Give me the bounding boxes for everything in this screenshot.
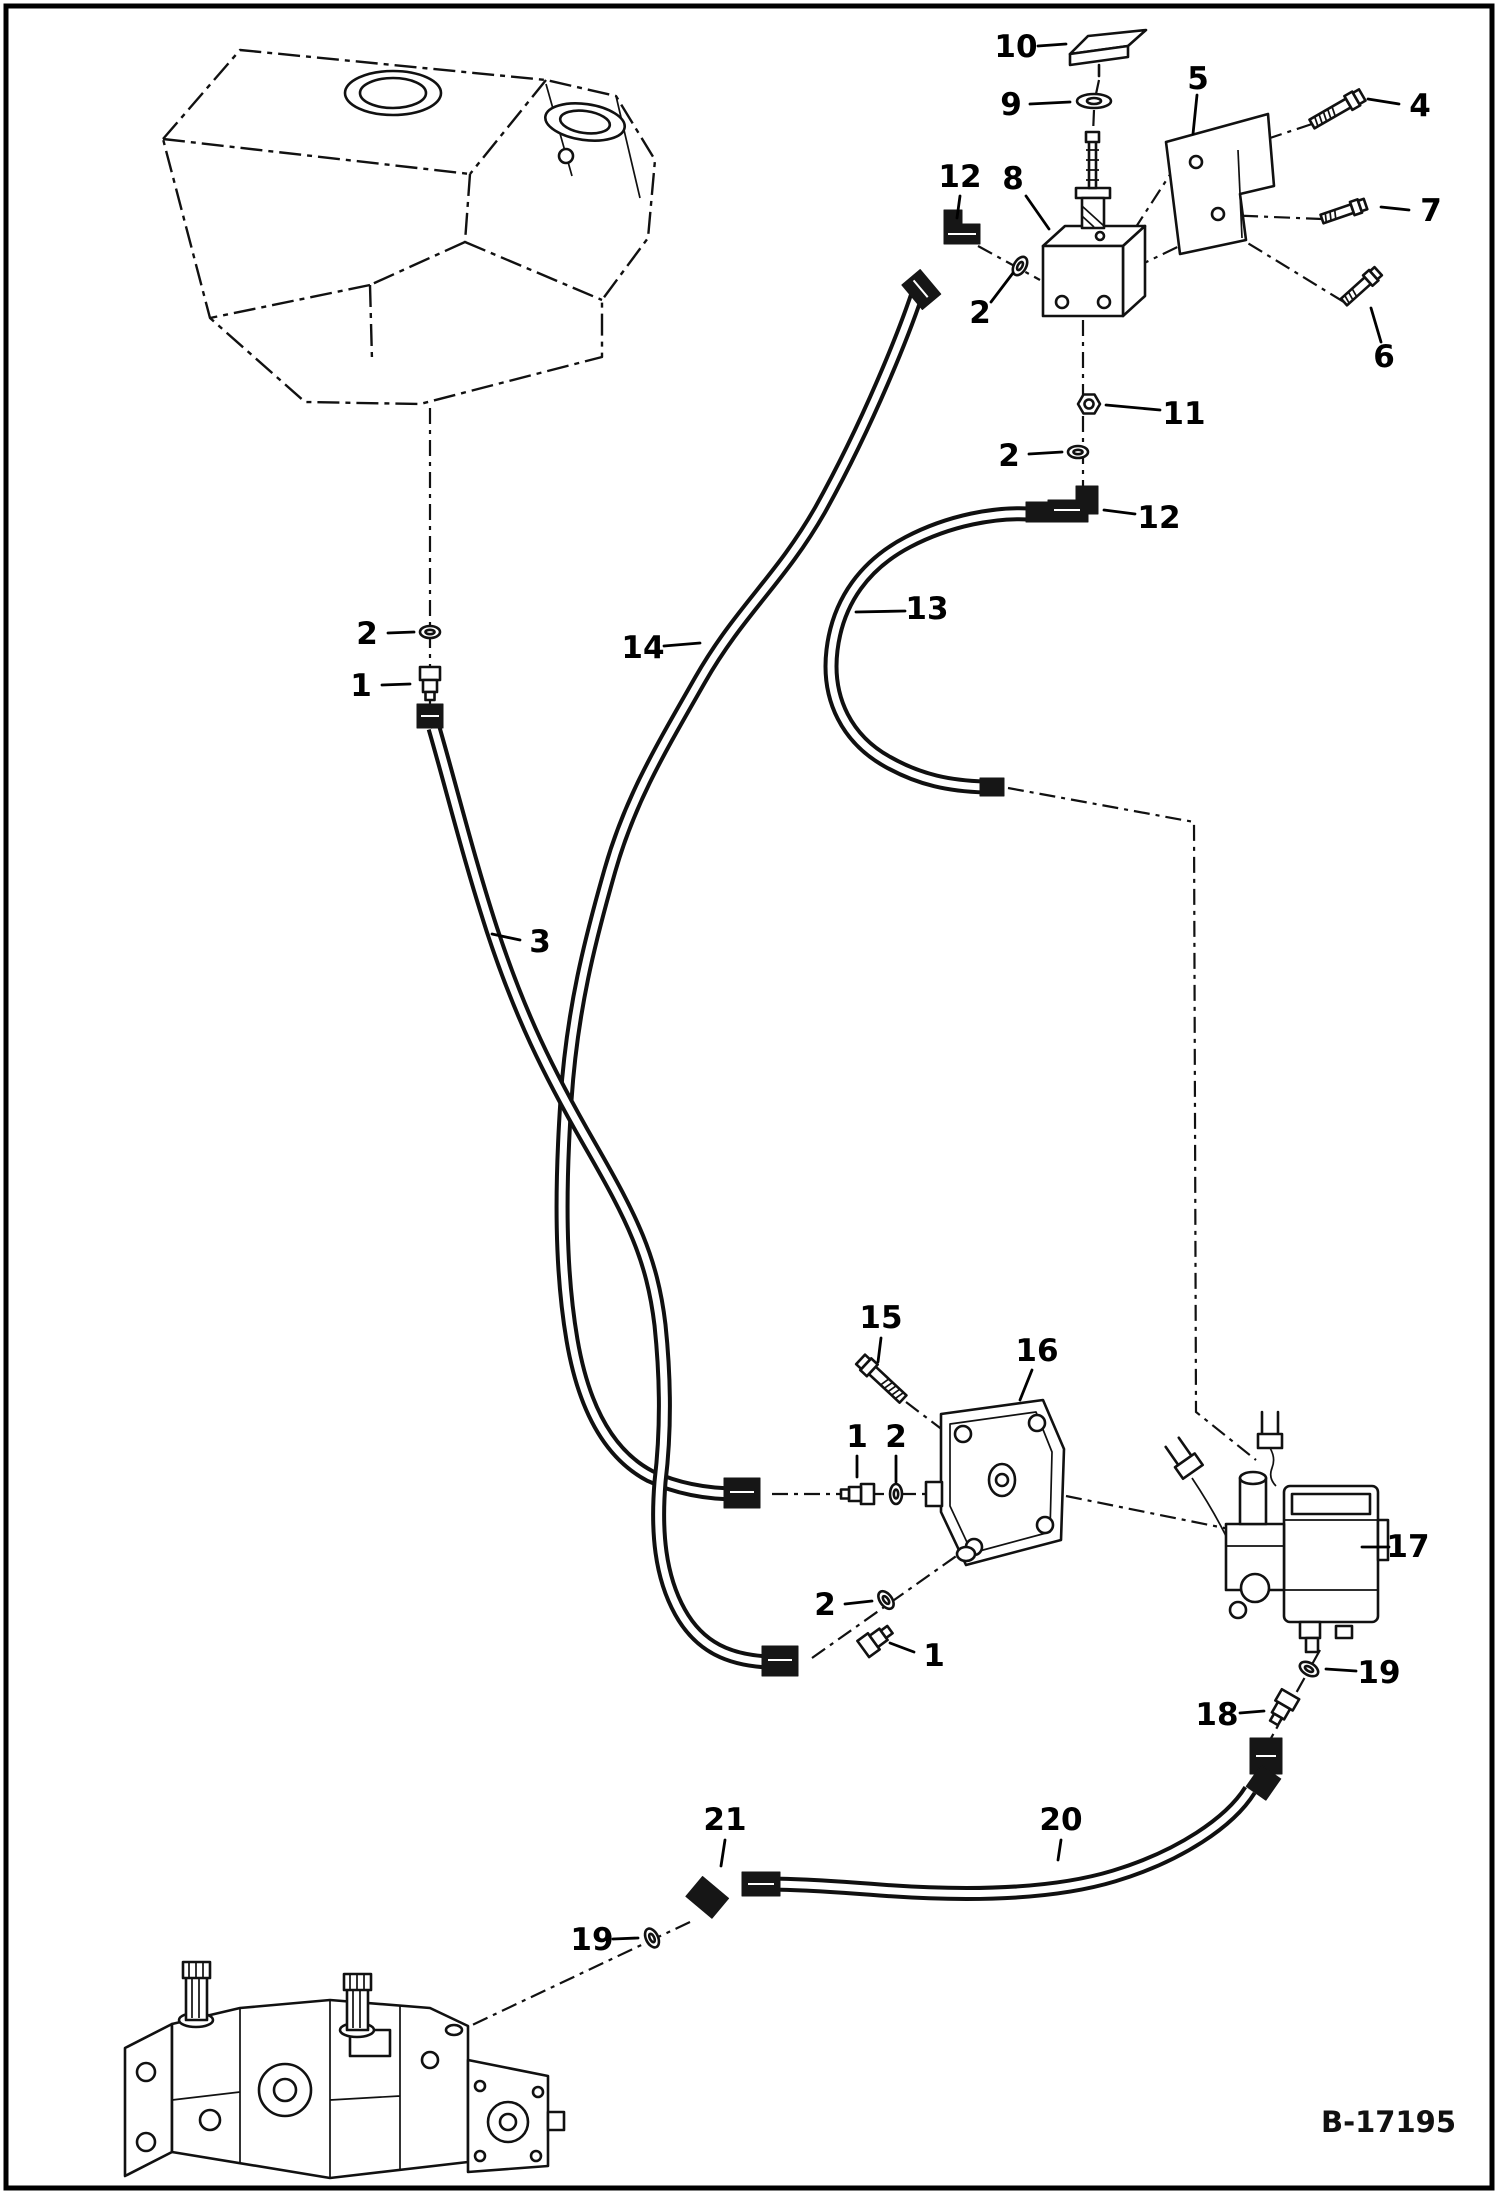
- callout-14: 14: [621, 630, 664, 666]
- callout-2d: 2: [885, 1419, 907, 1455]
- o-ring-2-tank-line: [418, 624, 442, 640]
- coupler-21: [741, 1871, 781, 1897]
- callout-8: 8: [1002, 161, 1024, 197]
- hose-13-elbow-fitting: [1025, 501, 1049, 523]
- callout-1c: 1: [923, 1638, 945, 1674]
- callouts: 10 9 5 4 12 8 7 2 6 11 2 12 13 14 2 1 3 …: [350, 29, 1442, 1958]
- callout-19a: 19: [1357, 1655, 1400, 1691]
- hydrostatic-pump: [123, 1960, 566, 2180]
- callout-9: 9: [1000, 87, 1022, 123]
- washer-9: [1075, 92, 1113, 110]
- callout-18: 18: [1195, 1697, 1238, 1733]
- hose-13: [823, 506, 1031, 795]
- hose-14: [554, 291, 925, 1502]
- callout-20: 20: [1039, 1802, 1082, 1838]
- hydraulic-reservoir: [161, 48, 657, 406]
- reservoir-side-port: [544, 102, 626, 165]
- page-border: [3, 3, 1495, 2191]
- callout-1b: 1: [846, 1419, 868, 1455]
- o-ring-2-mid: [1066, 444, 1090, 460]
- pump-top-plug: [177, 1960, 215, 2029]
- callout-21: 21: [703, 1802, 746, 1838]
- callout-15: 15: [859, 1300, 902, 1336]
- elbow-fitting-12-lower: [1047, 485, 1099, 523]
- wire-terminal-icon: [1256, 1410, 1284, 1487]
- callout-2a: 2: [969, 295, 991, 331]
- figure-reference: B-17195: [1321, 2105, 1456, 2139]
- hose-3-top-fitting: [416, 703, 444, 729]
- callout-16: 16: [1015, 1333, 1058, 1369]
- callout-5: 5: [1187, 61, 1209, 97]
- port-plate-16: [924, 1398, 1066, 1567]
- callout-1a: 1: [350, 668, 372, 704]
- callout-12a: 12: [938, 159, 981, 195]
- nut-11: [1076, 393, 1102, 415]
- hose-3: [426, 725, 769, 1670]
- wire-terminal-icon: [1164, 1436, 1205, 1481]
- callout-11: 11: [1162, 396, 1205, 432]
- hose-3-elbow: [761, 1645, 799, 1677]
- hose-14-end-fitting: [901, 269, 942, 311]
- pump-top-plug: [338, 1972, 376, 2039]
- callout-13: 13: [905, 591, 948, 627]
- callout-3: 3: [529, 924, 551, 960]
- callout-4: 4: [1409, 88, 1431, 124]
- hose-13-end-fitting: [979, 777, 1005, 797]
- hose-20: [764, 1785, 1257, 1901]
- control-valve-17: [1164, 1410, 1390, 1654]
- callout-2c: 2: [356, 616, 378, 652]
- callout-12b: 12: [1137, 500, 1180, 536]
- elbow-45-21: [685, 1875, 730, 1919]
- reservoir-filler-neck: [343, 69, 443, 117]
- callout-10: 10: [994, 29, 1037, 65]
- callout-2e: 2: [814, 1587, 836, 1623]
- callout-17: 17: [1386, 1529, 1429, 1565]
- hose-14-elbow: [723, 1477, 761, 1509]
- o-ring-2-horizontal: [888, 1482, 904, 1506]
- hose-20-elbow: [1245, 1737, 1283, 1801]
- bracket-5: [1164, 112, 1276, 256]
- callout-7: 7: [1420, 193, 1442, 229]
- callout-6: 6: [1373, 339, 1395, 375]
- callout-2b: 2: [998, 438, 1020, 474]
- callout-19b: 19: [570, 1922, 613, 1958]
- callout-leaders: [380, 42, 1411, 1941]
- knob-10: [1068, 28, 1148, 78]
- relief-valve-8: [1041, 130, 1147, 318]
- gear-pump-section: [466, 2058, 566, 2174]
